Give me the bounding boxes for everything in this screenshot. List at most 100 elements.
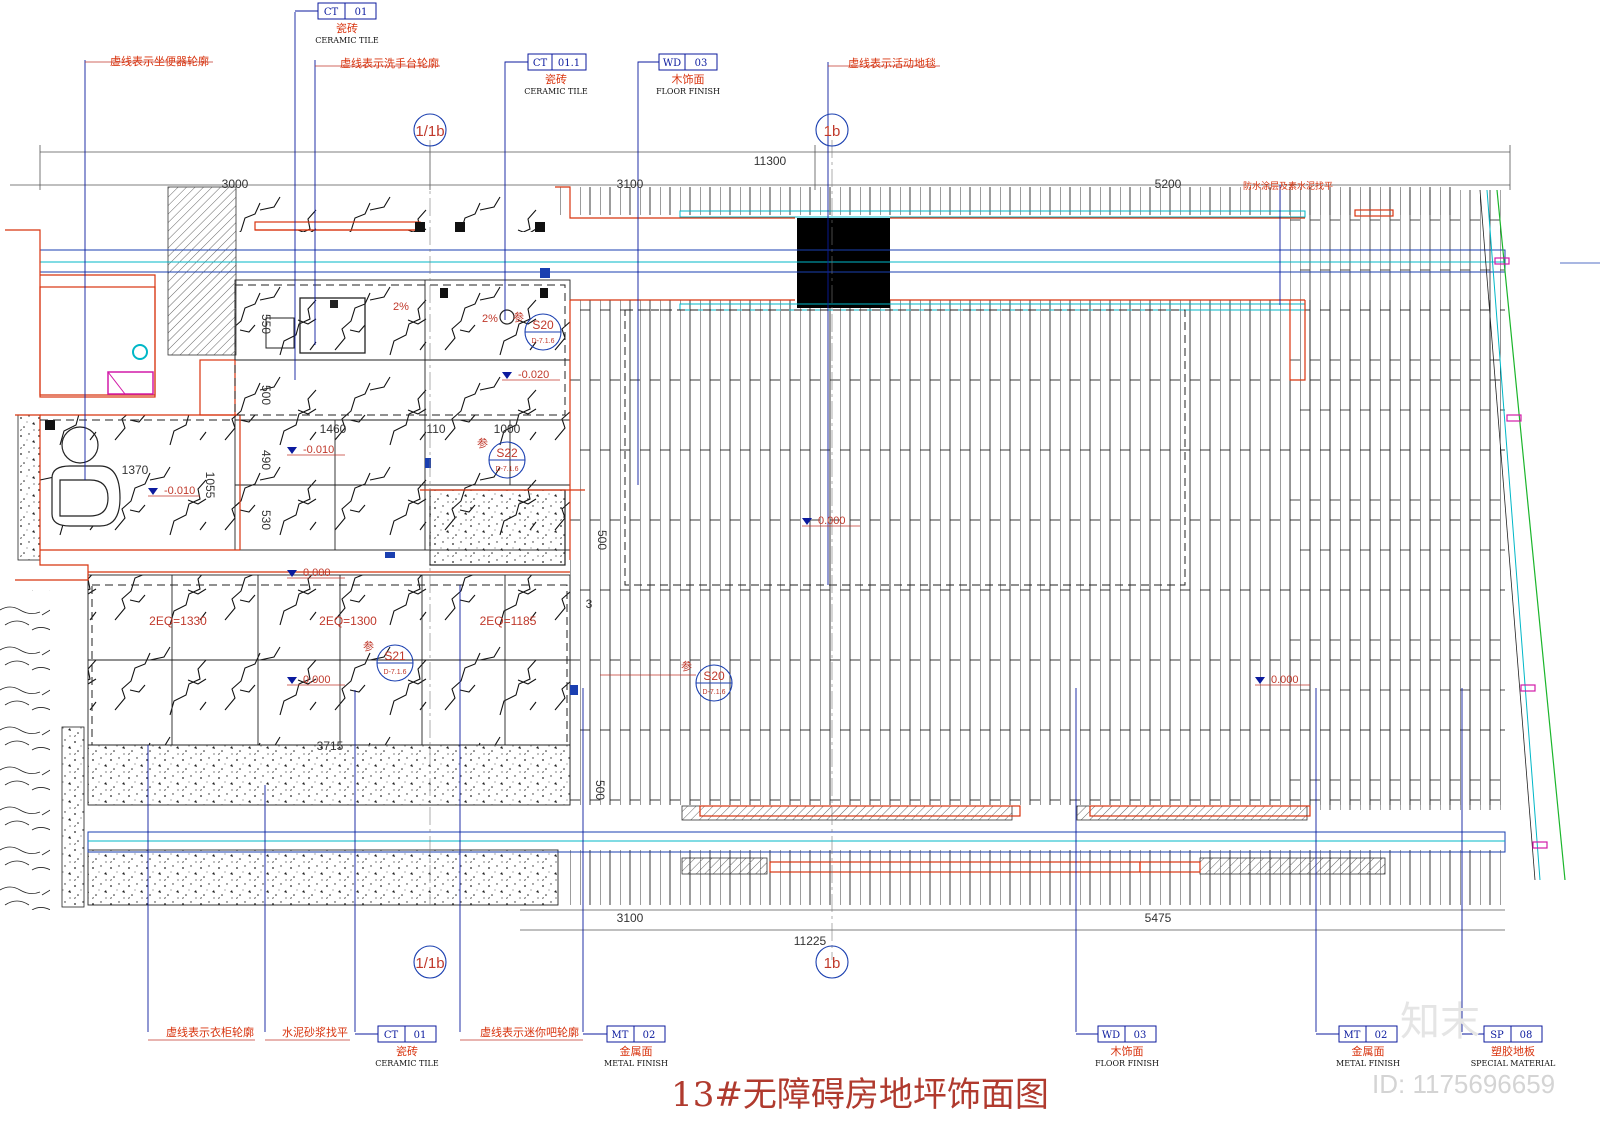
dim-top-right: 5200	[1155, 177, 1182, 191]
grid-bubble-top-left: 1/1b	[415, 123, 444, 140]
tag-wd03-bottom-num: 03	[1134, 1030, 1147, 1041]
tag-wd03-top-num: 03	[695, 58, 708, 69]
tag-wd03-top-en: FLOOR FINISH	[656, 87, 720, 96]
level-mark-7: 0.000	[1271, 674, 1299, 686]
shower-drain	[61, 426, 99, 464]
dim-bottom-mid: 3100	[617, 911, 644, 925]
tag-ct011-cn: 瓷砖	[545, 72, 567, 86]
dim-overall-bottom: 11225	[794, 934, 827, 948]
watermark-logo: 知末	[1400, 999, 1480, 1045]
slope-label-1: 2%	[393, 301, 409, 313]
watermark-id: ID: 1175696659	[1372, 1069, 1555, 1099]
tag-wd03-bottom-en: FLOOR FINISH	[1095, 1059, 1159, 1068]
slope-label-2: 2%	[482, 313, 498, 325]
tag-ct01-bottom-cn: 瓷砖	[396, 1044, 418, 1058]
basin-fixture	[299, 297, 366, 354]
note-minibar-outline: 虚线表示迷你吧轮廓	[480, 1025, 579, 1039]
level-mark-5: 0.000	[303, 674, 331, 686]
dim-eq-1300: 2EQ=1300	[319, 614, 377, 628]
level-mark-1: -0.020	[518, 369, 549, 381]
tag-ct011-num: 01.1	[558, 58, 580, 69]
tag-wd03-top-code: WD	[663, 58, 681, 69]
dim-490: 490	[259, 450, 273, 470]
dim-500-c: 500	[593, 780, 607, 800]
note-toilet-outline: 虚线表示坐便器轮廓	[110, 54, 209, 68]
dim-1055: 1055	[203, 472, 217, 499]
dim-1000: 1000	[494, 422, 521, 436]
dim-3: 3	[586, 597, 593, 611]
level-mark-2: -0.010	[303, 444, 334, 456]
detail-ref-s20-top-id: S20	[532, 318, 554, 332]
dim-eq-1330: 2EQ=1330	[149, 614, 207, 628]
level-mark-4: 0.000	[303, 567, 331, 579]
dim-top-left: 3000	[222, 177, 249, 191]
tag-ct011-code: CT	[533, 58, 548, 69]
tag-ct01-bottom-en: CERAMIC TILE	[375, 1059, 439, 1068]
tag-ct01-code: CT	[324, 7, 339, 18]
tag-ct011-en: CERAMIC TILE	[524, 87, 588, 96]
tag-sp08-num: 08	[1520, 1030, 1533, 1041]
tag-mt02-left-code: MT	[612, 1030, 629, 1041]
drawing-title: 13#无障碍房地坪饰面图	[671, 1075, 1049, 1115]
dim-bottom-right: 5475	[1145, 911, 1172, 925]
detail-ref-s22-prefix: 参	[477, 436, 488, 450]
detail-ref-s20-sheet: D-7.1.6	[703, 689, 726, 696]
note-waterproof: 防水涂层及素水泥找平	[1243, 180, 1333, 192]
screed-area-bottom	[87, 849, 559, 906]
detail-ref-s20-top-prefix: 参	[513, 310, 524, 324]
level-mark-3: -0.010	[164, 485, 195, 497]
dim-500-b: 500	[595, 530, 609, 550]
detail-ref-s22-id: S22	[496, 446, 518, 460]
dim-1370: 1370	[122, 463, 149, 477]
tag-sp08-code: SP	[1490, 1030, 1504, 1041]
rock-area	[0, 590, 50, 910]
tag-wd03-top-cn: 木饰面	[672, 72, 705, 86]
toilet-fixture	[51, 465, 121, 527]
dim-top-mid: 3100	[617, 177, 644, 191]
tag-mt02-right-code: MT	[1344, 1030, 1361, 1041]
detail-ref-s21-sheet: D-7.1.6	[384, 669, 407, 676]
note-wardrobe-outline: 虚线表示衣柜轮廓	[166, 1025, 254, 1039]
screed-area-lower	[87, 744, 571, 806]
level-mark-6: 0.000	[818, 515, 846, 527]
structural-column	[797, 218, 890, 308]
tag-sp08-cn: 塑胶地板	[1491, 1044, 1535, 1058]
dim-eq-1185: 2EQ=1185	[480, 614, 537, 628]
detail-ref-s20-top-sheet: D-7.1.6	[532, 338, 555, 345]
dim-1460: 1460	[320, 422, 347, 436]
grid-bubble-bottom-left: 1/1b	[415, 955, 444, 972]
dim-110: 110	[426, 422, 445, 436]
tag-mt02-right-cn: 金属面	[1352, 1044, 1385, 1058]
tag-ct01-bottom-code: CT	[384, 1030, 399, 1041]
tag-mt02-left-en: METAL FINISH	[604, 1059, 668, 1068]
note-basin-outline: 虚线表示洗手台轮廓	[340, 56, 439, 70]
hatched-wall	[167, 186, 237, 356]
detail-ref-s20-id: S20	[703, 669, 725, 683]
tag-mt02-left-cn: 金属面	[620, 1044, 653, 1058]
tag-sp08-en: SPECIAL MATERIAL	[1471, 1059, 1556, 1068]
tag-mt02-right-num: 02	[1375, 1030, 1388, 1041]
grid-bubble-bottom-right: 1b	[824, 955, 841, 972]
tag-wd03-bottom-code: WD	[1102, 1030, 1120, 1041]
note-carpet-outline: 虚线表示活动地毯	[848, 56, 936, 70]
minibar-screed	[429, 489, 566, 566]
detail-ref-s20-prefix: 参	[681, 659, 692, 673]
tag-ct01-en: CERAMIC TILE	[315, 36, 379, 45]
detail-ref-s22-sheet: D-7.1.6	[496, 466, 519, 473]
dim-550: 550	[259, 314, 273, 334]
tag-ct01-num: 01	[355, 7, 368, 18]
dim-3715: 3715	[317, 739, 344, 753]
dim-500-a: 500	[259, 385, 273, 405]
tag-mt02-right-en: METAL FINISH	[1336, 1059, 1400, 1068]
tag-wd03-bottom-cn: 木饰面	[1111, 1044, 1144, 1058]
dim-overall-top: 11300	[754, 154, 787, 168]
tag-ct01-cn: 瓷砖	[336, 21, 358, 35]
note-screed: 水泥砂浆找平	[282, 1025, 348, 1039]
detail-ref-s21-prefix: 参	[363, 639, 374, 653]
grid-bubble-top-right: 1b	[824, 123, 841, 140]
detail-ref-s21-id: S21	[384, 649, 406, 663]
tag-ct01-bottom-num: 01	[414, 1030, 427, 1041]
tag-mt02-left-num: 02	[643, 1030, 656, 1041]
dim-530: 530	[259, 510, 273, 530]
